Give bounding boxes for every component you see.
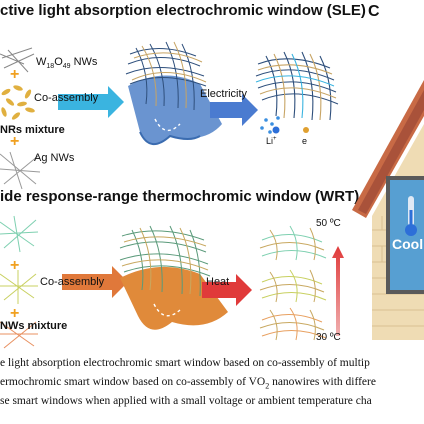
house-illustration (352, 80, 424, 340)
wrt-film (119, 225, 228, 330)
li-ion-icon (272, 126, 280, 134)
w18o49-nws-label: W18O49 NWs (36, 56, 98, 71)
plus-icon: + (10, 257, 19, 274)
plus-icon: + (10, 305, 19, 322)
sle-film (125, 41, 222, 145)
electricity-arrow (210, 94, 258, 126)
nrs-mixture-label: NRs mixture (0, 124, 65, 136)
coassembly-arrow (58, 86, 124, 118)
coassembly-arrow-bottom (62, 266, 128, 298)
panel-letter-c: C (368, 3, 380, 20)
caption-line-2: ermochromic smart window based on co-ass… (0, 376, 376, 391)
window-glass (390, 180, 424, 290)
wrt-mesh (119, 225, 211, 297)
roof (352, 80, 424, 218)
film-bottom (259, 307, 327, 341)
electricity-label: Electricity (200, 88, 248, 100)
sle-title: ctive light absorption electrochromic wi… (0, 2, 366, 19)
heat-label: Heat (206, 276, 230, 288)
ion-dots (260, 116, 280, 134)
li-label: Li+ (266, 136, 277, 146)
gold-nanorods (1, 85, 35, 120)
caption-line-1: e light absorption electrochromic smart … (0, 357, 370, 369)
plus-icon: + (10, 66, 19, 83)
film-middle (259, 269, 327, 303)
coassembly-label-top: Co-assembly (34, 92, 99, 104)
thermometer-icon (405, 196, 417, 236)
coassembly-label-bottom: Co-assembly (40, 276, 105, 288)
wrt-title: ide response-range thermochromic window … (0, 188, 360, 205)
orange-nanowires (0, 321, 38, 349)
plus-icon: + (10, 133, 19, 150)
film-top (259, 225, 327, 261)
temp-high-label: 50 ºC (316, 218, 341, 229)
w18o49-nanowires (0, 47, 35, 73)
electron-icon (303, 127, 309, 133)
temperature-arrow (332, 246, 344, 336)
sle-colored-film (255, 51, 339, 121)
temp-low-label: 30 ºC (316, 332, 341, 343)
cool-label: Cool (392, 236, 424, 252)
sle-illustration: + + (0, 41, 339, 190)
green-nanowires (0, 215, 39, 253)
ag-nanowires (0, 151, 41, 190)
wrt-illustration: + + (0, 215, 344, 349)
nws-mixture-label: NWs mixture (0, 320, 68, 332)
yellow-nanowires (0, 270, 38, 304)
caption-line-3: se smart windows when applied with a sma… (0, 395, 372, 407)
wrt-stacked-films (259, 225, 327, 341)
e-label: e (302, 136, 308, 146)
heat-arrow (202, 274, 252, 306)
ag-nws-label: Ag NWs (34, 152, 75, 164)
sle-mesh (125, 41, 207, 111)
